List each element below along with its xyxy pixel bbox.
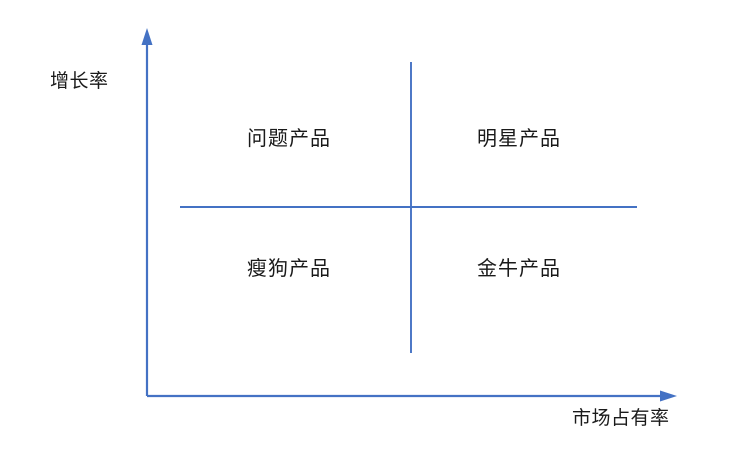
quadrant-label-cash-cow: 金牛产品 — [477, 258, 561, 280]
quadrant-label-question: 问题产品 — [247, 128, 331, 150]
y-axis-arrow-icon — [141, 28, 153, 45]
quadrant-label-dog: 瘦狗产品 — [247, 258, 331, 280]
y-axis-label: 增长率 — [50, 71, 109, 92]
x-axis-label: 市场占有率 — [572, 408, 670, 429]
quadrant-label-star: 明星产品 — [477, 128, 561, 150]
x-axis-arrow-icon — [660, 390, 677, 402]
